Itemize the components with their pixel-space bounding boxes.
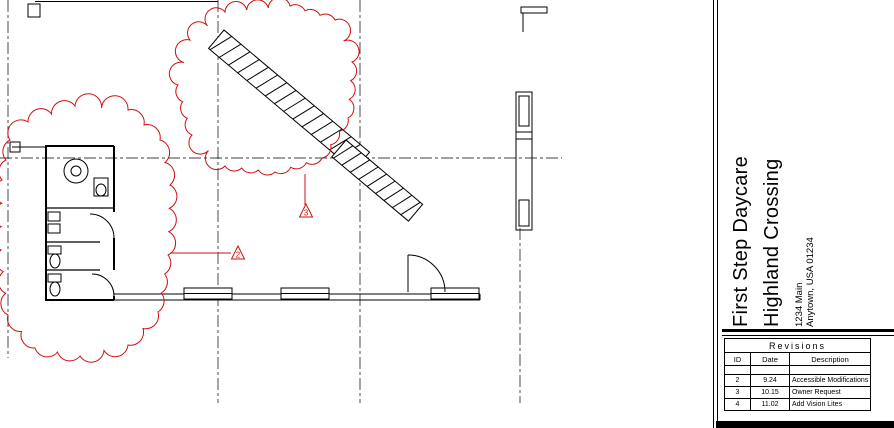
- revision-date-cell: 11.02: [751, 399, 790, 410]
- revisions-header-date: Date: [751, 353, 790, 365]
- revision-id-cell: [725, 366, 751, 374]
- titleblock-border-line-inner: [717, 0, 718, 428]
- floor-plan-drawing: 3 2: [0, 0, 562, 403]
- revision-annotations: [0, 0, 360, 363]
- revision-date-cell: 9.24: [751, 375, 790, 386]
- revision-row: 2 9.24 Accessible Modifications: [725, 374, 870, 386]
- revisions-title: Revisions: [768, 341, 826, 351]
- project-address-line2: Anytown, USA 01234: [805, 237, 816, 327]
- revision-tag-labels: 3 2: [236, 209, 309, 260]
- revision-triangle-stair: [298, 202, 314, 218]
- titleblock-border-line: [713, 0, 714, 428]
- stair-hatch-1: [209, 36, 361, 159]
- revision-id-cell: 4: [725, 399, 751, 410]
- revisions-empty-row: [725, 365, 870, 374]
- project-name-line1: First Step Daycare: [730, 155, 752, 327]
- revision-description-cell: Accessible Modifications: [792, 377, 869, 384]
- revision-date-cell: 10.15: [751, 387, 790, 398]
- storefront-frame: [515, 91, 533, 231]
- revision-description-cell: [790, 366, 870, 374]
- titleblock-bottom-bar: [716, 421, 894, 428]
- revision-date-cell: [751, 366, 790, 374]
- restroom-door-swings: [89, 213, 115, 297]
- revision-row: 3 10.15 Owner Request: [725, 386, 870, 398]
- building-walls: [9, 1, 548, 301]
- diagonal-stair-element: [207, 29, 424, 222]
- revision-row: 4 11.02 Add Vision Lites: [725, 398, 870, 410]
- revision-description-cell: Add Vision Lites: [792, 401, 843, 408]
- revision-tag-restroom: 2: [236, 251, 241, 260]
- revision-cloud-restroom: [0, 93, 178, 363]
- restroom-walls: [45, 145, 115, 301]
- restroom-fixtures: [47, 158, 109, 297]
- top-door-jamb: [520, 6, 548, 32]
- revisions-header-description: Description: [811, 355, 849, 364]
- revisions-header-id: ID: [725, 353, 751, 365]
- stair-hatch-2: [333, 145, 421, 216]
- column-marker: [27, 3, 41, 18]
- project-address-line1: 1234 Main: [794, 282, 805, 327]
- titleblock-rule-thin: [722, 335, 894, 336]
- revision-cloud-stair: [168, 0, 360, 176]
- revision-description-cell: Owner Request: [792, 389, 841, 396]
- revision-id-cell: 3: [725, 387, 751, 398]
- revision-tag-stair: 3: [304, 209, 309, 218]
- revisions-table: Revisions ID Date Description 2 9.24 Acc…: [724, 338, 871, 411]
- entry-door-swing: [407, 254, 446, 293]
- revision-triangle-restroom: [230, 244, 246, 260]
- project-name-line2: Highland Crossing: [761, 158, 783, 327]
- revision-id-cell: 2: [725, 375, 751, 386]
- titleblock-rule-thick: [722, 329, 894, 332]
- restroom-partitions: [46, 207, 114, 271]
- grid-lines: [0, 0, 562, 403]
- revisions-header-row: ID Date Description: [725, 352, 870, 365]
